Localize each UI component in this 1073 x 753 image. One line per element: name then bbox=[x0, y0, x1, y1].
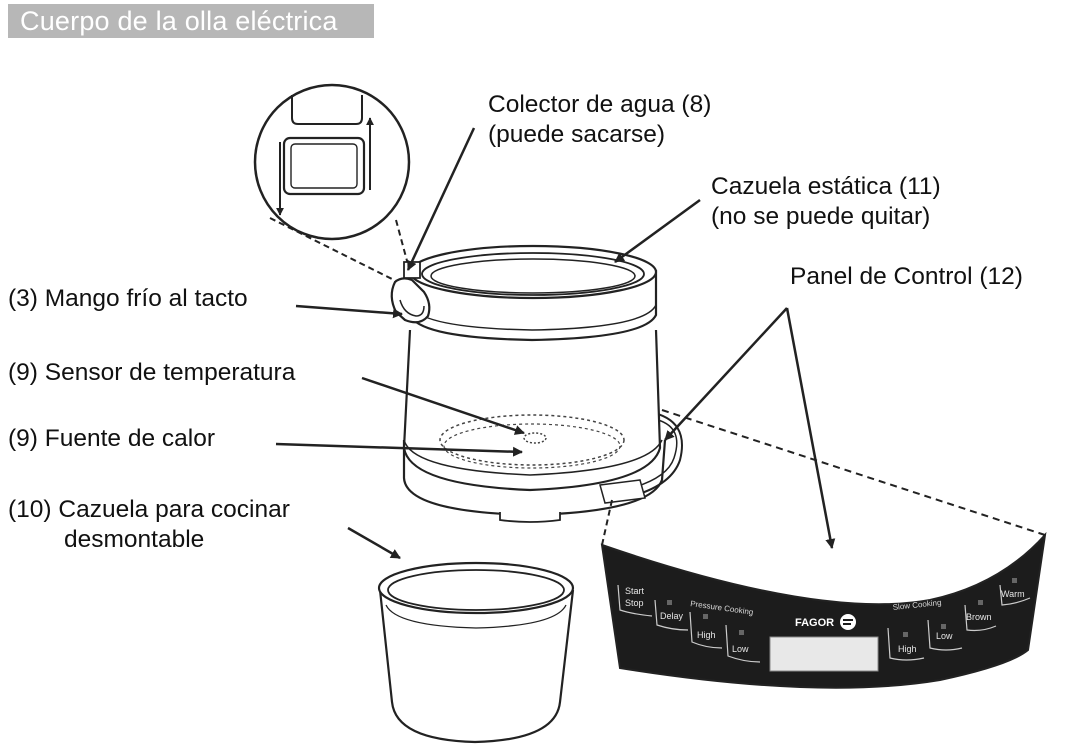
label-water-collector: Colector de agua (8) (puede sacarse) bbox=[488, 90, 711, 150]
arrow-cooking-pot bbox=[347, 526, 401, 560]
arrow-control-panel-detail bbox=[785, 307, 836, 549]
label-cooking-pot-line2: desmontable bbox=[64, 526, 205, 553]
label-temp-sensor: (9) Sensor de temperatura bbox=[8, 359, 296, 386]
label-static-pot-line1: Cazuela estática (11) bbox=[711, 173, 941, 200]
arrow-control-panel-body bbox=[664, 307, 788, 441]
label-water-collector-line2: (puede sacarse) bbox=[488, 121, 666, 148]
arrow-temp-sensor bbox=[361, 376, 525, 435]
panel-pressure-low-button[interactable]: Low bbox=[732, 644, 749, 654]
label-static-pot-line2: (no se puede quitar) bbox=[711, 203, 931, 230]
label-control-panel: Panel de Control (12) bbox=[790, 263, 1023, 290]
label-heat-source: (9) Fuente de calor bbox=[8, 425, 215, 452]
detail-magnifier bbox=[253, 83, 411, 241]
removable-pot bbox=[377, 561, 575, 744]
panel-start-button[interactable]: Start bbox=[625, 586, 645, 596]
panel-slow-high-button[interactable]: High bbox=[898, 644, 917, 654]
panel-delay-button[interactable]: Delay bbox=[660, 611, 684, 621]
panel-slow-low-button[interactable]: Low bbox=[936, 631, 953, 641]
label-cooking-pot: (10) Cazuela para cocinar desmontable bbox=[8, 495, 290, 555]
arrow-heat-source bbox=[275, 442, 523, 457]
label-cool-handle: (3) Mango frío al tacto bbox=[8, 285, 248, 312]
cooker-body bbox=[390, 244, 683, 523]
arrow-static-pot bbox=[614, 198, 701, 264]
control-panel: FAGOR Start Stop Delay Pressure C bbox=[600, 531, 1047, 689]
arrow-cool-handle bbox=[295, 304, 403, 319]
panel-brown-button[interactable]: Brown bbox=[966, 612, 992, 622]
panel-stop-button[interactable]: Stop bbox=[625, 598, 644, 608]
arrow-water-collector bbox=[406, 127, 476, 271]
led-slow-high bbox=[903, 632, 908, 637]
label-static-pot: Cazuela estática (11) (no se puede quita… bbox=[711, 172, 941, 232]
led-delay bbox=[667, 600, 672, 605]
led-pressure-low bbox=[739, 630, 744, 635]
panel-brand: FAGOR bbox=[795, 617, 834, 629]
led-warm bbox=[1012, 578, 1017, 583]
led-pressure-high bbox=[703, 614, 708, 619]
section-header: Cuerpo de la olla eléctrica bbox=[8, 4, 374, 38]
panel-warm-button[interactable]: Warm bbox=[1001, 589, 1025, 599]
led-slow-low bbox=[941, 624, 946, 629]
panel-pressure-high-button[interactable]: High bbox=[697, 630, 716, 640]
label-water-collector-line1: Colector de agua (8) bbox=[488, 91, 712, 118]
label-cooking-pot-line1: (10) Cazuela para cocinar bbox=[8, 496, 290, 523]
led-brown bbox=[978, 600, 983, 605]
panel-display bbox=[769, 636, 879, 672]
fagor-logo-icon bbox=[840, 614, 856, 630]
